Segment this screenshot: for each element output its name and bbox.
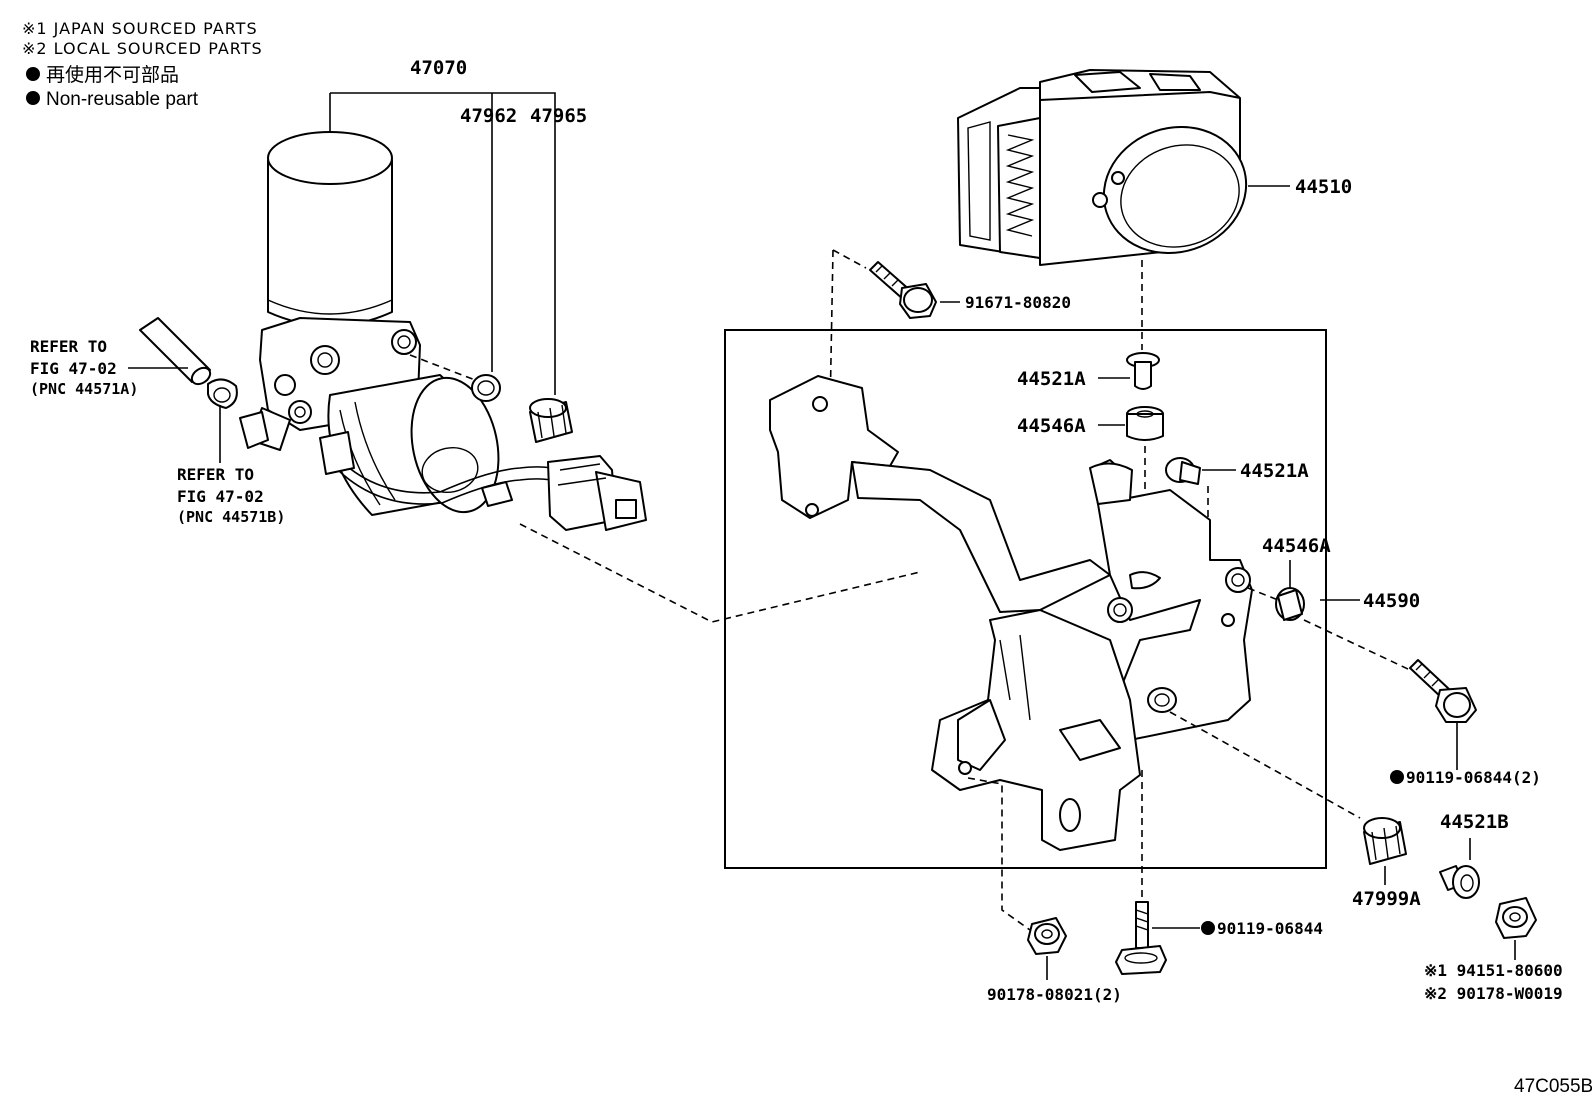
- callout-47962: 47962: [460, 105, 517, 127]
- note-non-reusable-jp: 再使用不可部品: [46, 64, 179, 86]
- collar-right-drawing: [1165, 457, 1201, 485]
- actuator-drawing: [957, 69, 1248, 266]
- drawing-number: 47C055B: [1514, 1076, 1592, 1097]
- callout-44521a-right: 44521A: [1240, 460, 1309, 482]
- non-reusable-dot-icon: [26, 91, 40, 105]
- cushion-top-drawing: [1126, 406, 1164, 441]
- bracket-assembly-box: [724, 329, 1327, 869]
- callout-44521b: 44521B: [1440, 811, 1509, 833]
- refer-a-line2: FIG 47-02: [30, 359, 117, 378]
- refer-b-line1: REFER TO: [177, 465, 254, 484]
- callout-44521a-top: 44521A: [1017, 368, 1086, 390]
- hose-drawing: [139, 317, 238, 409]
- bolt-right-drawing: [1409, 659, 1477, 723]
- callout-91671-80820: 91671-80820: [965, 293, 1071, 312]
- refer-b-line2: FIG 47-02: [177, 487, 264, 506]
- callout-44546a-right: 44546A: [1262, 535, 1331, 557]
- refer-note-b: REFER TO FIG 47-02 (PNC 44571B): [177, 405, 285, 526]
- bolt-top-drawing: [869, 261, 937, 319]
- refer-b-line3: (PNC 44571B): [177, 508, 285, 526]
- callout-90119-06844-2: 90119-06844(2): [1406, 768, 1541, 787]
- cushion-right-dashed-line: [1247, 587, 1279, 601]
- legend: ※1 JAPAN SOURCED PARTS ※2 LOCAL SOURCED …: [22, 19, 263, 110]
- nut-bottom-dashed-line: [967, 777, 1031, 931]
- refer-note-a: REFER TO FIG 47-02 (PNC 44571A): [30, 337, 188, 398]
- nut-bottom-drawing: [1027, 917, 1067, 955]
- callout-44510: 44510: [1295, 176, 1352, 198]
- collar-b-drawing: [1439, 865, 1480, 899]
- callout-44590: 44590: [1363, 590, 1420, 612]
- note-local-sourced: ※2 LOCAL SOURCED PARTS: [22, 39, 263, 58]
- filter-b-drawing: [1363, 817, 1407, 865]
- oring-drawing: [471, 374, 501, 402]
- filter-plug-drawing: [529, 398, 573, 443]
- callout-47070: 47070: [410, 57, 467, 79]
- callout-90178-08021-2: 90178-08021(2): [987, 985, 1122, 1004]
- bracket-drawing: [769, 375, 1253, 851]
- callout-90119-06844: 90119-06844: [1217, 919, 1323, 938]
- bolt-top-dashed-line: [832, 249, 867, 269]
- cushion-right-drawing: [1275, 587, 1305, 621]
- non-reusable-dot-icon: [1390, 770, 1404, 784]
- pump-motor-drawing: [239, 131, 647, 531]
- refer-a-line1: REFER TO: [30, 337, 107, 356]
- collar-top-drawing: [1126, 352, 1160, 390]
- filter-dashed-line: [1169, 711, 1361, 819]
- non-reusable-dot-icon: [1201, 921, 1215, 935]
- callout-90178-w0019: ※2 90178-W0019: [1424, 984, 1563, 1003]
- callout-94151-80600: ※1 94151-80600: [1424, 961, 1563, 980]
- callout-47965: 47965: [530, 105, 587, 127]
- note-japan-sourced: ※1 JAPAN SOURCED PARTS: [22, 19, 258, 38]
- pump-callout-leaders: [329, 92, 556, 395]
- pump-mount-dashed-line: [519, 523, 921, 623]
- note-non-reusable-en: Non-reusable part: [46, 89, 199, 110]
- bolt-bottom-drawing: [1115, 901, 1167, 975]
- nut-right-drawing: [1495, 897, 1537, 939]
- bolt-right-dashed-line: [1303, 619, 1411, 671]
- refer-a-line3: (PNC 44571A): [30, 380, 138, 398]
- callout-44546a-top: 44546A: [1017, 415, 1086, 437]
- callout-47999a: 47999A: [1352, 888, 1421, 910]
- non-reusable-dot-icon: [26, 67, 40, 81]
